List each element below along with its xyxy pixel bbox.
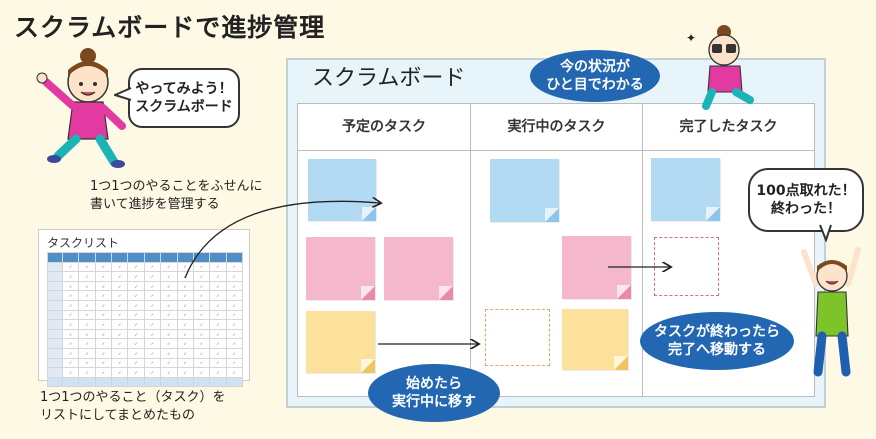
sticky-note-blue[interactable] bbox=[308, 159, 376, 221]
callout-done-line1: タスクが終わったら bbox=[654, 324, 780, 340]
list-explanation: 1つ1つのやること（タスク）を リストにしてまとめたもの bbox=[40, 389, 226, 425]
sticky-note-blue[interactable] bbox=[490, 159, 559, 222]
speech-tail-right bbox=[819, 224, 832, 242]
page-title: スクラムボードで進捗管理 bbox=[14, 13, 326, 42]
table-row: ✓✓✓✓✓✓✓✓✓✓✓ bbox=[47, 328, 244, 340]
callout-overview: 今の状況が ひと目でわかる bbox=[530, 50, 660, 102]
sticky-explanation-line2: 書いて進捗を管理する bbox=[90, 197, 220, 212]
task-list-title: タスクリスト bbox=[47, 236, 120, 250]
callout-done-line2: 完了へ移動する bbox=[668, 342, 766, 358]
boy-character-right bbox=[801, 247, 861, 377]
table-row: ✓✓✓✓✓✓✓✓✓✓✓ bbox=[47, 299, 244, 311]
table-row bbox=[47, 376, 244, 388]
speech-bubble-left: やってみよう！ スクラムボード bbox=[128, 68, 240, 128]
task-list-header-row bbox=[47, 252, 244, 263]
speech-left-line1: やってみよう！ bbox=[135, 81, 233, 97]
svg-text:✦: ✦ bbox=[686, 31, 696, 45]
callout-start-line1: 始めたら bbox=[406, 376, 462, 392]
arrow-list-to-board bbox=[184, 201, 380, 279]
column-header-done: 完了したタスク bbox=[643, 104, 814, 151]
girl-character-left bbox=[36, 48, 126, 168]
list-explanation-line2: リストにしてまとめたもの bbox=[40, 408, 195, 423]
speech-left-line2: スクラムボード bbox=[135, 99, 233, 115]
sticky-note-pink[interactable] bbox=[306, 237, 375, 300]
list-explanation-line1: 1つ1つのやること（タスク）を bbox=[40, 390, 226, 405]
empty-slot-placeholder bbox=[485, 309, 550, 366]
speech-tail-left bbox=[114, 87, 132, 101]
callout-overview-line2: ひと目でわかる bbox=[546, 77, 644, 93]
callout-done: タスクが終わったら 完了へ移動する bbox=[640, 312, 794, 370]
sticky-explanation: 1つ1つのやることをふせんに 書いて進捗を管理する bbox=[90, 178, 263, 214]
callout-overview-line1: 今の状況が bbox=[560, 59, 630, 75]
sticky-explanation-line1: 1つ1つのやることをふせんに bbox=[90, 179, 263, 194]
column-header-planned: 予定のタスク bbox=[298, 104, 470, 151]
column-divider bbox=[470, 104, 471, 396]
sticky-note-pink[interactable] bbox=[384, 237, 453, 300]
table-row: ✓✓✓✓✓✓✓✓✓✓✓ bbox=[47, 309, 244, 321]
girl-with-binoculars: ✦ bbox=[686, 25, 754, 110]
task-list-card: タスクリスト ✓✓✓✓✓✓✓✓✓✓✓ ✓✓✓✓✓✓✓✓✓✓✓ ✓✓✓✓✓✓✓✓✓… bbox=[38, 229, 250, 388]
column-header-in-progress: 実行中のタスク bbox=[471, 104, 642, 151]
callout-start-line2: 実行中に移す bbox=[392, 394, 476, 410]
table-row: ✓✓✓✓✓✓✓✓✓✓✓ bbox=[47, 338, 244, 349]
callout-start: 始めたら 実行中に移す bbox=[368, 364, 500, 422]
board-title: スクラムボード bbox=[312, 66, 466, 91]
sticky-note-blue[interactable] bbox=[651, 158, 720, 221]
speech-right-line2: 終わった！ bbox=[771, 201, 841, 217]
column-divider bbox=[642, 104, 643, 396]
sticky-note-yellow[interactable] bbox=[562, 309, 628, 370]
speech-right-line1: 100点取れた！ bbox=[756, 183, 856, 199]
task-list-table: ✓✓✓✓✓✓✓✓✓✓✓ ✓✓✓✓✓✓✓✓✓✓✓ ✓✓✓✓✓✓✓✓✓✓✓ ✓✓✓✓… bbox=[47, 252, 244, 388]
sticky-note-yellow[interactable] bbox=[306, 311, 375, 373]
speech-bubble-right: 100点取れた！ 終わった！ bbox=[748, 168, 864, 232]
